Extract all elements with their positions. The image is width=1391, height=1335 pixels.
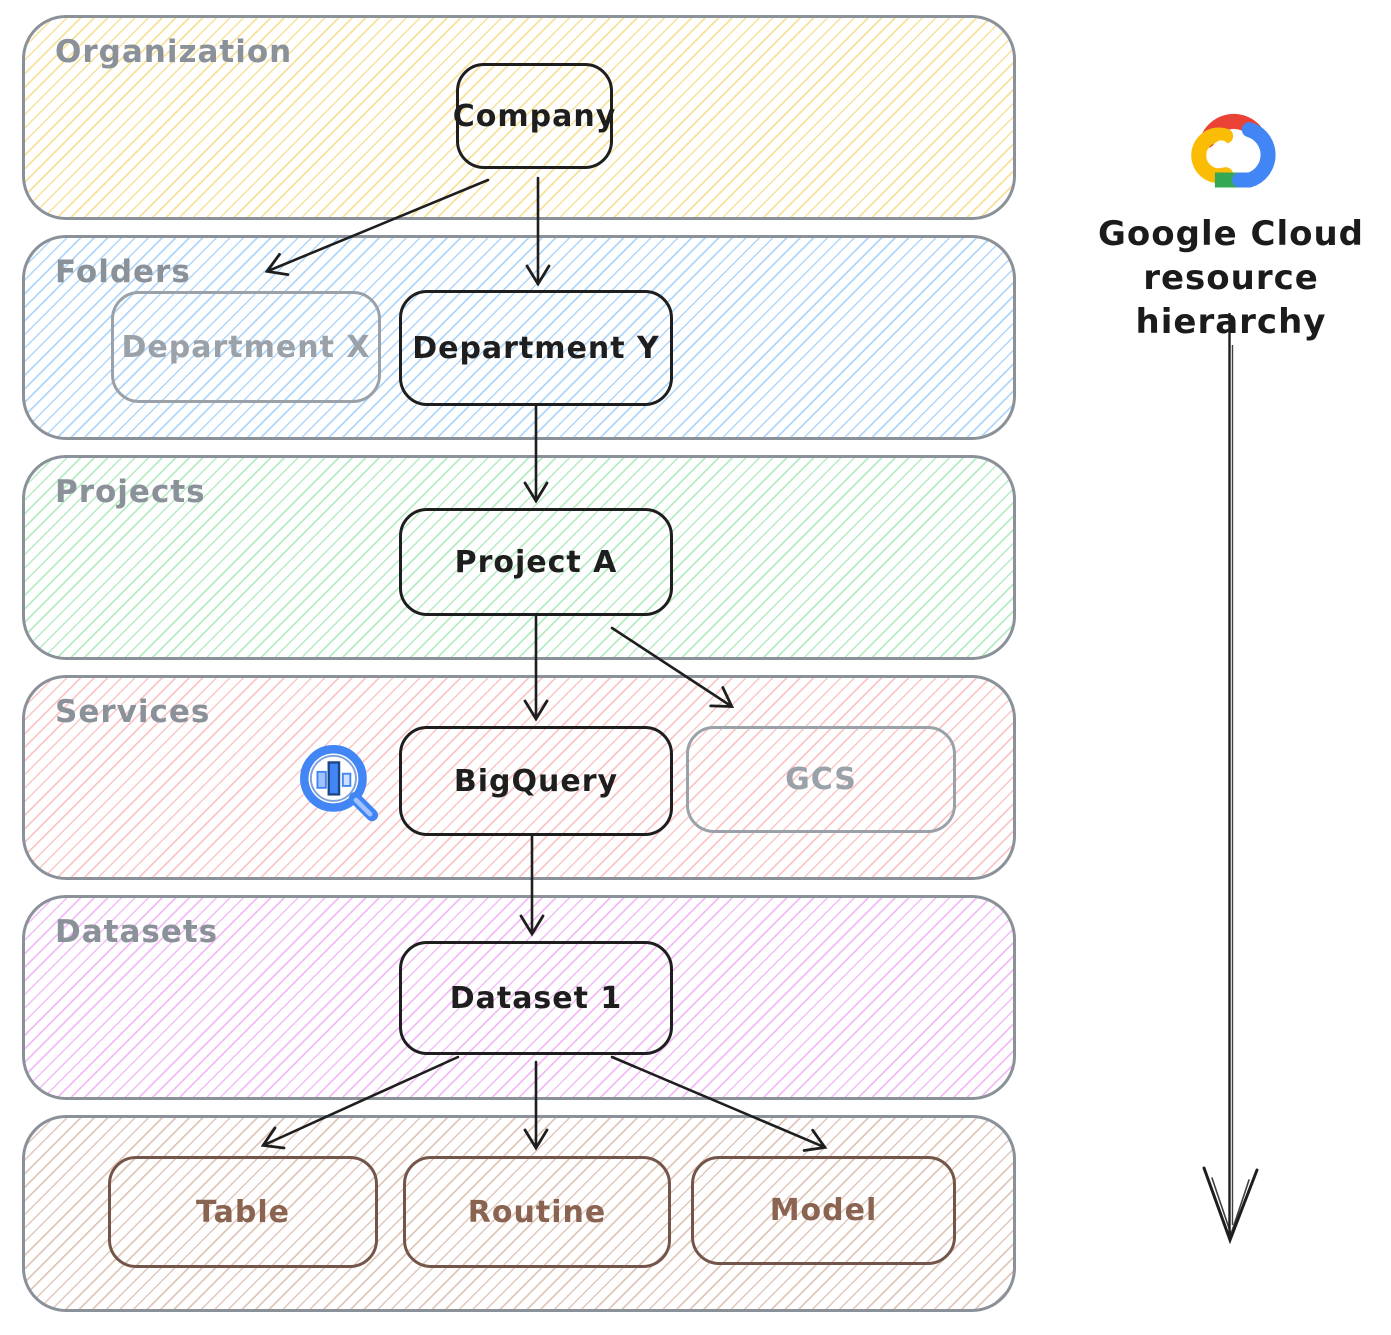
diagram-title: Google Cloud resource hierarchy [1066, 212, 1391, 345]
node-company-label: Company [452, 98, 617, 134]
node-department-y: Department Y [399, 290, 673, 406]
diagram-title-line1: Google Cloud [1097, 214, 1365, 254]
node-project-a: Project A [399, 508, 673, 616]
node-routine-label: Routine [467, 1194, 607, 1230]
node-routine: Routine [403, 1156, 671, 1268]
node-table-label: Table [196, 1194, 290, 1230]
node-company: Company [453, 63, 615, 169]
node-model-label: Model [769, 1193, 878, 1228]
node-department-y-label: Department Y [412, 330, 660, 366]
google-cloud-logo [1191, 113, 1276, 188]
node-dataset-1: Dataset 1 [399, 941, 673, 1055]
band-datasets: Datasets Dataset 1 [22, 895, 1016, 1100]
band-datasets-label: Datasets [55, 914, 219, 950]
band-folders: Folders Department X Department Y [22, 235, 1016, 440]
diagram-title-line2: resource hierarchy [1135, 258, 1327, 343]
band-projects: Projects Project A [22, 455, 1016, 660]
node-department-x: Department X [111, 291, 381, 403]
node-dataset-1-label: Dataset 1 [449, 980, 623, 1016]
node-model: Model [691, 1156, 956, 1265]
node-bigquery-label: BigQuery [453, 763, 619, 799]
band-services: Services BigQuery GCS [22, 675, 1016, 880]
hierarchy-direction-arrow [1202, 313, 1259, 1245]
node-table: Table [108, 1156, 378, 1268]
band-organization-label: Organization [55, 34, 293, 70]
band-folders-label: Folders [55, 254, 191, 290]
node-department-x-label: Department X [121, 329, 371, 365]
band-services-label: Services [55, 694, 211, 730]
band-resources: Table Routine Model [22, 1115, 1016, 1312]
band-organization: Organization Company [22, 15, 1016, 220]
node-gcs-label: GCS [785, 762, 857, 797]
node-gcs: GCS [686, 726, 956, 833]
bigquery-icon [300, 745, 379, 822]
node-project-a-label: Project A [454, 544, 618, 580]
band-projects-label: Projects [55, 474, 206, 510]
node-bigquery: BigQuery [399, 726, 673, 836]
